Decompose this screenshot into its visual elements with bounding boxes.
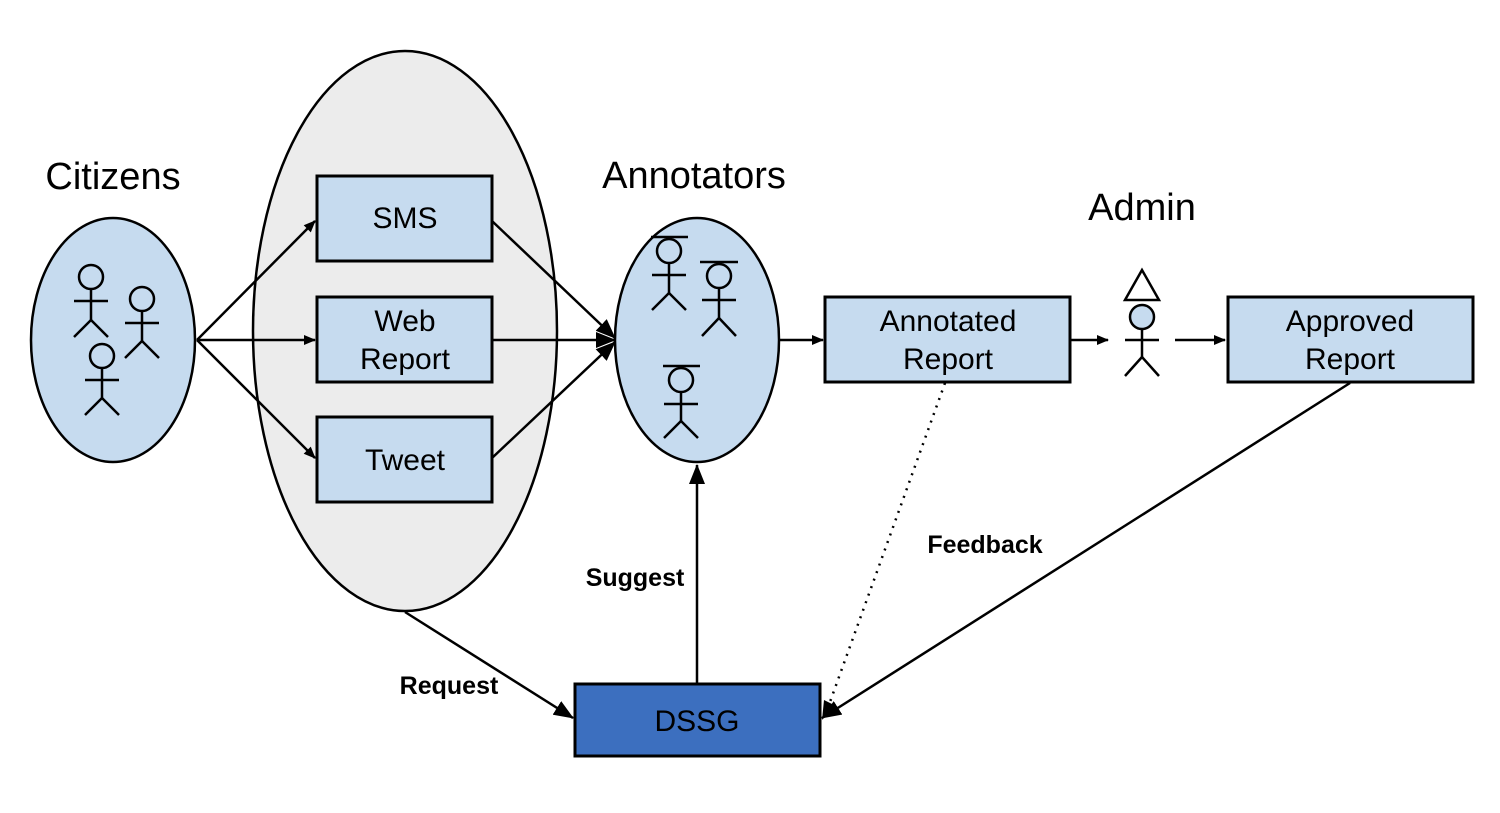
web-report-label-line2: Report <box>360 343 451 376</box>
annotated-report-box <box>823 295 1072 384</box>
sms-box <box>315 174 494 263</box>
arrow-sms-annotators <box>491 220 616 339</box>
annotators-ellipse <box>613 216 781 464</box>
approved-report-box <box>1226 295 1475 384</box>
web-report-label-line1: Web <box>374 305 435 338</box>
arrow-citizens-sms <box>196 220 316 341</box>
annotator-icon <box>700 260 738 337</box>
sms-label: SMS <box>372 202 437 235</box>
dssg-box <box>573 682 822 758</box>
approved-report-label-line1: Approved <box>1286 305 1414 338</box>
annotated-report-label-line2: Report <box>903 343 994 376</box>
citizens-title: Citizens <box>45 156 180 198</box>
web-report-box <box>315 295 494 384</box>
arrow-request <box>404 610 574 720</box>
tweet-label: Tweet <box>365 444 446 477</box>
admin-title: Admin <box>1088 187 1196 229</box>
approved-report-label-line2: Report <box>1305 343 1396 376</box>
annotated-report-label-line1: Annotated <box>880 305 1017 338</box>
suggest-label: Suggest <box>586 564 685 592</box>
citizens-ellipse <box>29 216 197 464</box>
tweet-box <box>315 415 494 504</box>
request-label: Request <box>400 672 499 700</box>
arrow-feedback <box>821 381 1351 720</box>
person-icon <box>84 342 120 416</box>
dssg-label: DSSG <box>654 705 739 738</box>
arrow-citizens-tweet <box>196 339 316 459</box>
annotator-icon <box>663 364 700 439</box>
admin-icon <box>1122 267 1162 377</box>
person-icon <box>73 263 109 338</box>
person-icon <box>124 285 160 359</box>
arrow-tweet-annotators <box>491 341 616 459</box>
annotators-title: Annotators <box>602 155 786 197</box>
feedback-label: Feedback <box>927 531 1042 559</box>
annotator-icon <box>651 235 688 311</box>
